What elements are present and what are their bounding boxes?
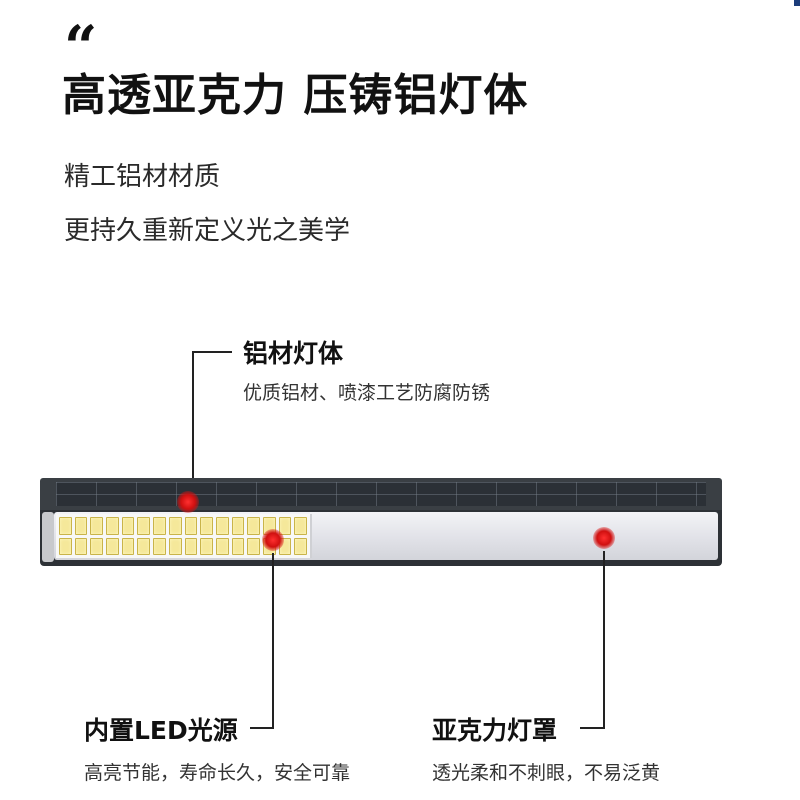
- led-chip: [137, 517, 151, 535]
- subtitle-1: 精工铝材材质: [64, 162, 221, 192]
- page-title: 高透亚克力 压铸铝灯体: [62, 70, 529, 121]
- led-chip: [90, 517, 104, 535]
- led-chip: [278, 517, 292, 535]
- callout-line-cover-horizontal: [580, 727, 605, 729]
- led-chip: [200, 537, 213, 555]
- led-chip: [74, 537, 88, 555]
- callout-line-body-horizontal: [192, 351, 232, 353]
- quote-mark-icon: “: [64, 13, 98, 81]
- led-chip: [137, 537, 151, 555]
- callout-desc-acrylic-cover: 透光柔和不刺眼，不易泛黄: [432, 762, 661, 784]
- led-chip: [294, 517, 307, 535]
- led-chip: [184, 537, 198, 555]
- led-chip: [200, 517, 213, 535]
- led-chip: [215, 537, 229, 555]
- led-chip: [153, 517, 166, 535]
- end-cap: [42, 512, 54, 562]
- led-chip: [184, 517, 198, 535]
- callout-line-led-horizontal: [250, 727, 274, 729]
- led-chip: [294, 537, 307, 555]
- led-chip: [121, 517, 135, 535]
- led-chip: [247, 537, 260, 555]
- led-chip: [231, 537, 245, 555]
- callout-title-aluminum-body: 铝材灯体: [243, 339, 344, 368]
- solar-light-bar-image: [40, 478, 722, 566]
- marker-dot-body: [177, 491, 199, 513]
- led-chip: [121, 537, 135, 555]
- led-chip: [90, 537, 104, 555]
- callout-line-cover-vertical: [603, 551, 605, 728]
- led-chip: [106, 537, 119, 555]
- led-chip: [168, 537, 182, 555]
- led-chip: [153, 537, 166, 555]
- led-chip: [59, 517, 72, 535]
- callout-desc-led-source: 高亮节能，寿命长久，安全可靠: [84, 762, 351, 784]
- callout-title-led-source: 内置LED光源: [84, 716, 238, 745]
- callout-desc-aluminum-body: 优质铝材、喷漆工艺防腐防锈: [243, 382, 491, 404]
- led-chip: [168, 517, 182, 535]
- led-chip: [247, 517, 260, 535]
- subtitle-2: 更持久重新定义光之美学: [64, 216, 351, 246]
- callout-line-led-vertical: [272, 553, 274, 728]
- corner-mark: [794, 0, 800, 6]
- led-chip: [106, 517, 119, 535]
- led-chip: [231, 517, 245, 535]
- callout-title-acrylic-cover: 亚克力灯罩: [432, 716, 558, 745]
- marker-dot-cover: [593, 527, 615, 549]
- solar-panel: [56, 482, 706, 506]
- led-chip: [74, 517, 88, 535]
- led-chip: [215, 517, 229, 535]
- led-chip: [59, 537, 72, 555]
- callout-line-body-vertical: [192, 351, 194, 499]
- top-housing: [40, 478, 722, 510]
- marker-dot-led: [262, 529, 284, 551]
